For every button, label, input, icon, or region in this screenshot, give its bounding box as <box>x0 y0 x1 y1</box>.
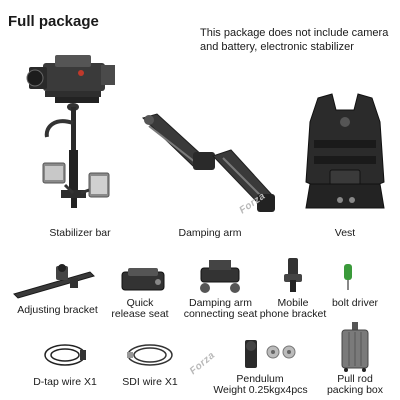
mobile-bracket-label-2: phone bracket <box>259 308 327 320</box>
damping-arm-image <box>142 113 275 212</box>
pullrod-box-image <box>341 322 369 372</box>
pendulum-label-1: Pendulum <box>236 373 284 385</box>
damping-arm-label: Damping arm <box>178 227 242 239</box>
damping-connecting-seat-image <box>200 260 240 293</box>
stabilizer-bar-image <box>26 55 115 208</box>
damping-connecting-label-2: connecting seat <box>183 308 258 320</box>
vest-label: Vest <box>334 227 356 239</box>
adjusting-bracket-label: Adjusting bracket <box>17 304 98 316</box>
sdi-wire-image <box>127 344 173 366</box>
vest-image <box>305 93 385 209</box>
sdi-wire-label: SDI wire X1 <box>122 376 178 388</box>
pullrod-label-1: Pull rod <box>337 373 373 385</box>
mobile-bracket-label-1: Mobile <box>277 297 309 309</box>
quick-release-label-1: Quick <box>126 297 154 309</box>
adjusting-bracket-image <box>13 264 95 299</box>
pendulum-label-2: Weight 0.25kgx4pcs <box>213 384 308 396</box>
dtap-wire-label: D-tap wire X1 <box>33 376 97 388</box>
bolt-driver-label: bolt driver <box>331 297 379 309</box>
bolt-driver-image <box>344 264 352 290</box>
quick-release-label-2: release seat <box>111 308 169 320</box>
mobile-phone-bracket-image <box>284 258 302 292</box>
pullrod-label-2: packing box <box>326 384 384 396</box>
page-title: Full package <box>8 13 99 30</box>
pendulum-weight-image <box>245 340 296 368</box>
package-note: This package does not include camera and… <box>200 27 389 53</box>
damping-connecting-label-1: Damping arm <box>188 297 253 309</box>
quick-release-seat-image <box>121 268 165 291</box>
stabilizer-bar-label: Stabilizer bar <box>49 227 111 239</box>
dtap-wire-image <box>44 344 86 366</box>
watermark-2: Forza <box>187 349 218 378</box>
